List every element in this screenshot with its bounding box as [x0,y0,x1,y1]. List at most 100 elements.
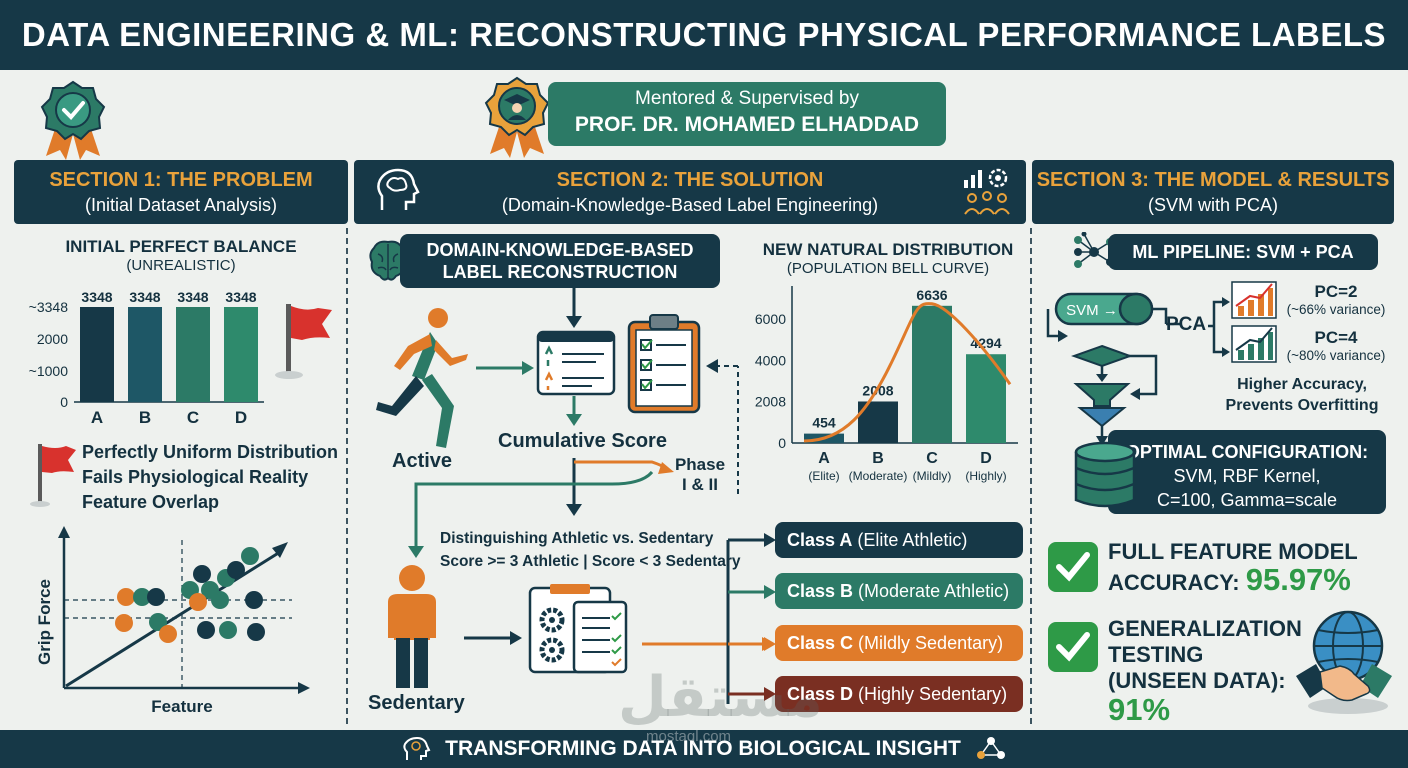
benefit-line1: Higher Accuracy, [1237,376,1367,393]
process-documents-icon [528,584,628,674]
footer-network-icon [976,737,1005,759]
section3-title: SECTION 3: THE MODEL & RESULTS [1036,169,1390,191]
class-b-desc: (Moderate Athletic) [858,580,1010,601]
team-analytics-icon [964,168,1010,215]
class-c-button[interactable]: Class C (Mildly Sedentary) [775,625,1023,661]
label-reconstruction-box: DOMAIN-KNOWLEDGE-BASED LABEL RECONSTRUCT… [400,234,720,288]
section1-subtitle: (Initial Dataset Analysis) [84,195,278,215]
section2-subtitle: (Domain-Knowledge-Based Label Engineerin… [501,195,879,215]
reconstruction-line1: DOMAIN-KNOWLEDGE-BASED [426,240,694,260]
full-accuracy-value: 95.97% [1245,562,1351,597]
globe-handshake-icon [1296,610,1392,714]
category-sublabel: (Elite) [808,469,839,483]
category-label: D [235,408,247,427]
class-a-button[interactable]: Class A (Elite Athletic) [775,522,1023,558]
bell-curve-line [803,302,1012,443]
section3-header: SECTION 3: THE MODEL & RESULTS (SVM with… [1032,160,1394,224]
y-tick-label: 0 [60,394,68,410]
footer-text: TRANSFORMING DATA INTO BIOLOGICAL INSIGH… [445,737,961,760]
optimal-line2: C=100, Gamma=scale [1156,490,1338,510]
problem-bullets: Perfectly Uniform Distribution Fails Phy… [82,440,342,515]
feature-overlap-scatter: Grip Force Feature [35,526,310,716]
reconstruction-line2: LABEL RECONSTRUCTION [442,262,678,282]
category-label: C [187,408,199,427]
category-label: B [872,450,884,467]
category-label: A [818,450,830,467]
full-accuracy-check-icon [1048,542,1098,592]
generalization-text: GENERALIZATION TESTING (UNSEEN DATA): 91… [1108,616,1302,726]
class-b-code: Class B [787,580,854,601]
mentor-name: PROF. DR. MOHAMED ELHADDAD [574,113,920,136]
svm-pca-pipeline-diagram: SVM → [1046,292,1180,446]
bar-c [176,307,210,402]
bullet-uniform: Perfectly Uniform Distribution [82,442,339,462]
category-label: D [980,450,992,467]
class-c-desc: (Mildly Sedentary) [858,632,1004,653]
bar-d [966,354,1006,443]
score-form-icon [536,330,616,396]
database-icon [1074,441,1136,508]
award-badge-icon [40,80,106,160]
footer-brain-icon [403,736,431,760]
cumulative-score-label: Cumulative Score [498,430,667,452]
phase-line1: Phase [674,455,726,474]
graduate-badge-icon [484,76,550,158]
phase-line2: I & II [682,475,718,494]
full-line2: ACCURACY: [1108,570,1240,595]
page-header: DATA ENGINEERING & ML: RECONSTRUCTING PH… [0,0,1408,70]
y-tick-label: 2000 [37,331,68,347]
section2-chart-title: NEW NATURAL DISTRIBUTION [762,240,1014,259]
distinguish-line2: Score >= 3 Athletic | Score < 3 Sedentar… [440,553,741,570]
category-sublabel: (Moderate) [849,469,908,483]
brain-head-icon [377,168,420,210]
bar-value-label: 3348 [225,289,256,305]
class-d-button[interactable]: Class D (Highly Sedentary) [775,676,1023,712]
watermark-logo: مستقل [618,665,823,728]
sedentary-person-icon [388,565,436,688]
natural-distribution-bar-chart: 0200840006000454A(Elite)2008B(Moderate)6… [755,286,1018,483]
page-footer: TRANSFORMING DATA INTO BIOLOGICAL INSIGH… [0,730,1408,768]
pca-label: PCA [1166,314,1207,335]
category-label: A [91,408,103,427]
scatter-y-label: Grip Force [35,579,54,665]
category-label: B [139,408,151,427]
pc4-variance: (~80% variance) [1286,348,1386,363]
clipboard-checklist-icon [627,314,701,414]
scatter-x-label: Feature [151,697,212,716]
pc2-info: PC=2 (~66% variance) [1280,282,1392,317]
class-a-desc: (Elite Athletic) [857,529,968,550]
section1-chart-title: INITIAL PERFECT BALANCE [65,237,297,256]
class-b-button[interactable]: Class B (Moderate Athletic) [775,573,1023,609]
optimal-line1: SVM, RBF Kernel, [1173,466,1321,486]
page-title: DATA ENGINEERING & ML: RECONSTRUCTING PH… [21,16,1387,53]
full-accuracy-text: FULL FEATURE MODEL ACCURACY: 95.97% [1108,538,1358,597]
category-sublabel: (Highly) [965,469,1006,483]
optimal-title: OPTIMAL CONFIGURATION: [1125,442,1369,462]
red-flag-icon [275,304,332,379]
bar-c [912,305,952,443]
bullet-physiology: Fails Physiological Reality [82,467,309,487]
pca-benefit: Higher Accuracy, Prevents Overfitting [1208,374,1396,416]
y-tick-label: 6000 [755,311,786,327]
active-label: Active [392,450,453,472]
mentor-box: Mentored & Supervised by PROF. DR. MOHAM… [548,82,946,146]
section-divider-left [346,228,348,724]
solution-flow-arrows [408,288,772,651]
section2-chart-subtitle: (POPULATION BELL CURVE) [786,260,990,277]
class-d-code: Class D [787,683,854,704]
section1-chart-subtitle: (UNREALISTIC) [126,257,236,274]
active-runner-icon [376,308,468,448]
optimal-config-box: OPTIMAL CONFIGURATION: SVM, RBF Kernel, … [1108,430,1386,514]
watermark-site: mostaql.com [646,728,732,745]
y-tick-label: 4000 [755,352,786,368]
y-tick-label: 2008 [755,393,786,409]
pc4-info: PC=4 (~80% variance) [1280,328,1392,363]
class-a-code: Class A [787,529,853,550]
section-divider-right [1030,228,1032,724]
distinguish-text: Distinguishing Athletic vs. Sedentary Sc… [440,527,741,573]
category-sublabel: (Mildly) [913,469,952,483]
bar-value-label: 454 [812,415,836,431]
bullet-overlap: Feature Overlap [82,492,220,512]
bar-value-label: 3348 [177,289,208,305]
small-red-flag-icon [30,444,76,507]
